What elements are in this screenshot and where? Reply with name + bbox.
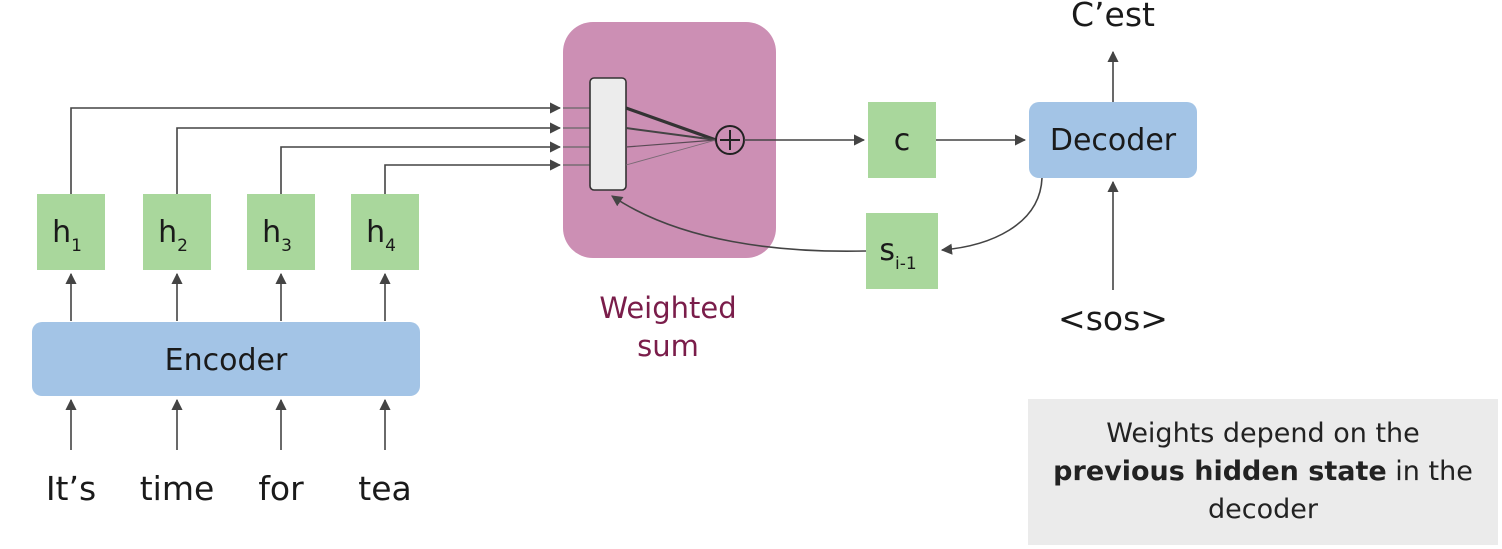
connector-h2-attention — [176, 122, 562, 194]
decoder-input-token: <sos> — [1058, 299, 1168, 338]
previous-state-box — [866, 213, 938, 289]
hidden-state-h4-label: h4 — [366, 215, 396, 256]
encoder-label: Encoder — [165, 343, 288, 378]
note-line-2-rest: in the — [1386, 456, 1473, 487]
weight-line-1 — [625, 106, 717, 142]
context-vector-label: c — [894, 123, 911, 158]
hidden-state-h1 — [37, 194, 105, 270]
decoder-box — [1029, 102, 1197, 178]
input-word-2: time — [140, 469, 215, 508]
decoder-label: Decoder — [1050, 123, 1177, 158]
hidden-state-h3 — [247, 194, 315, 270]
weighted-sum-caption-line2: sum — [637, 329, 699, 363]
encoder-box — [32, 322, 420, 396]
hidden-state-h2-label: h2 — [158, 215, 188, 256]
weight-line-4 — [625, 139, 717, 166]
weight-line-3 — [625, 139, 717, 148]
hidden-state-h4 — [351, 194, 419, 270]
note-bold-text: previous hidden state — [1053, 456, 1387, 487]
connector-h3-attention — [280, 141, 562, 194]
hidden-state-h3-label: h3 — [262, 215, 292, 256]
arrow-decoder-prev-state — [940, 177, 1043, 255]
connector-h1-attention — [70, 102, 562, 194]
weight-line-2 — [625, 127, 717, 141]
arrow-prev-state-attention — [611, 195, 867, 253]
attention-weights-bar — [589, 77, 627, 191]
input-word-4: tea — [358, 469, 411, 508]
note-line-1: Weights depend on the — [1106, 418, 1420, 449]
hidden-state-h2 — [143, 194, 211, 270]
input-word-1: It’s — [46, 469, 96, 508]
weighted-sum-caption-line1: Weighted — [599, 291, 736, 325]
note-line-3: decoder — [1208, 494, 1318, 525]
output-word: C’est — [1071, 0, 1155, 34]
explanation-note: Weights depend on the previous hidden st… — [1028, 399, 1498, 545]
context-vector-box — [868, 102, 936, 178]
connector-h4-attention — [384, 159, 562, 194]
hidden-state-h1-label: h1 — [52, 215, 82, 256]
input-word-3: for — [258, 469, 304, 508]
note-line-2: previous hidden state in the — [1053, 453, 1473, 491]
previous-state-label: si-1 — [879, 233, 916, 274]
